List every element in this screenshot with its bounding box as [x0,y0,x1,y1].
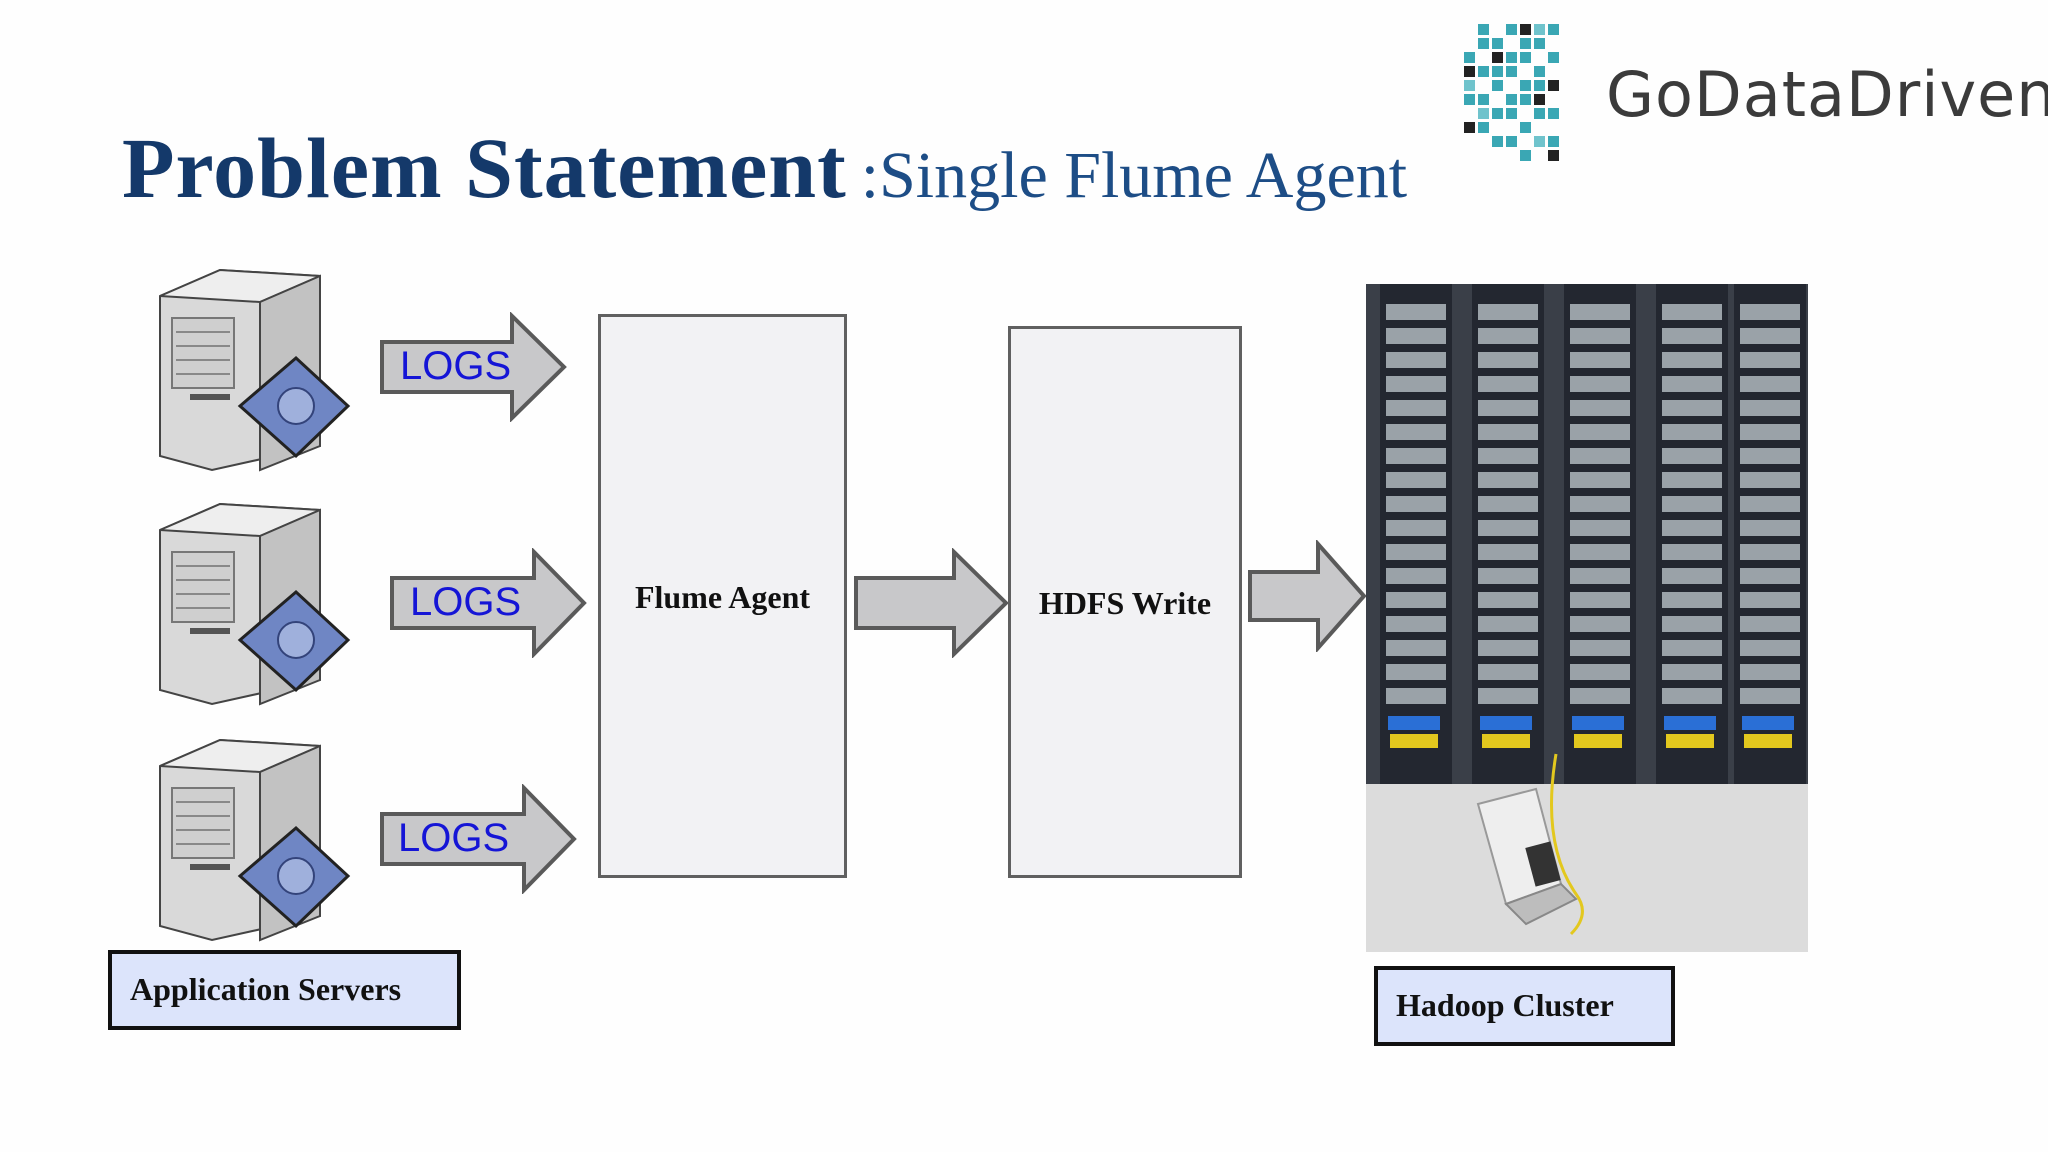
logs-label: LOGS [398,816,510,860]
logs-arrow [380,784,577,894]
title-subtitle: :Single Flume Agent [860,139,1408,212]
logo-text: GoDataDriven [1606,58,2048,131]
server-icon [159,268,351,472]
title-main: Problem Statement [122,120,847,216]
slide-title: Problem Statement:Single Flume Agent [122,118,1407,218]
logs-label: LOGS [400,344,512,388]
hdfs-write-box: HDFS Write [1008,326,1242,878]
logs-arrow [390,548,587,658]
logo-mosaic-icon [1464,24,1559,161]
hadoop-cluster-label: Hadoop Cluster [1374,966,1675,1046]
server-icon [159,738,351,942]
flow-arrow [1248,540,1367,652]
flume-agent-box: Flume Agent [598,314,847,878]
flow-arrow [854,548,1009,658]
application-servers-label: Application Servers [108,950,461,1030]
server-icon [159,502,351,706]
logs-label: LOGS [410,580,522,624]
hadoop-cluster-photo [1366,284,1808,952]
logs-arrow [380,312,567,422]
hdfs-write-label: HDFS Write [1038,585,1212,621]
godatadriven-logo: GoDataDriven [1458,20,2048,170]
flume-agent-label: Flume Agent [634,579,811,615]
